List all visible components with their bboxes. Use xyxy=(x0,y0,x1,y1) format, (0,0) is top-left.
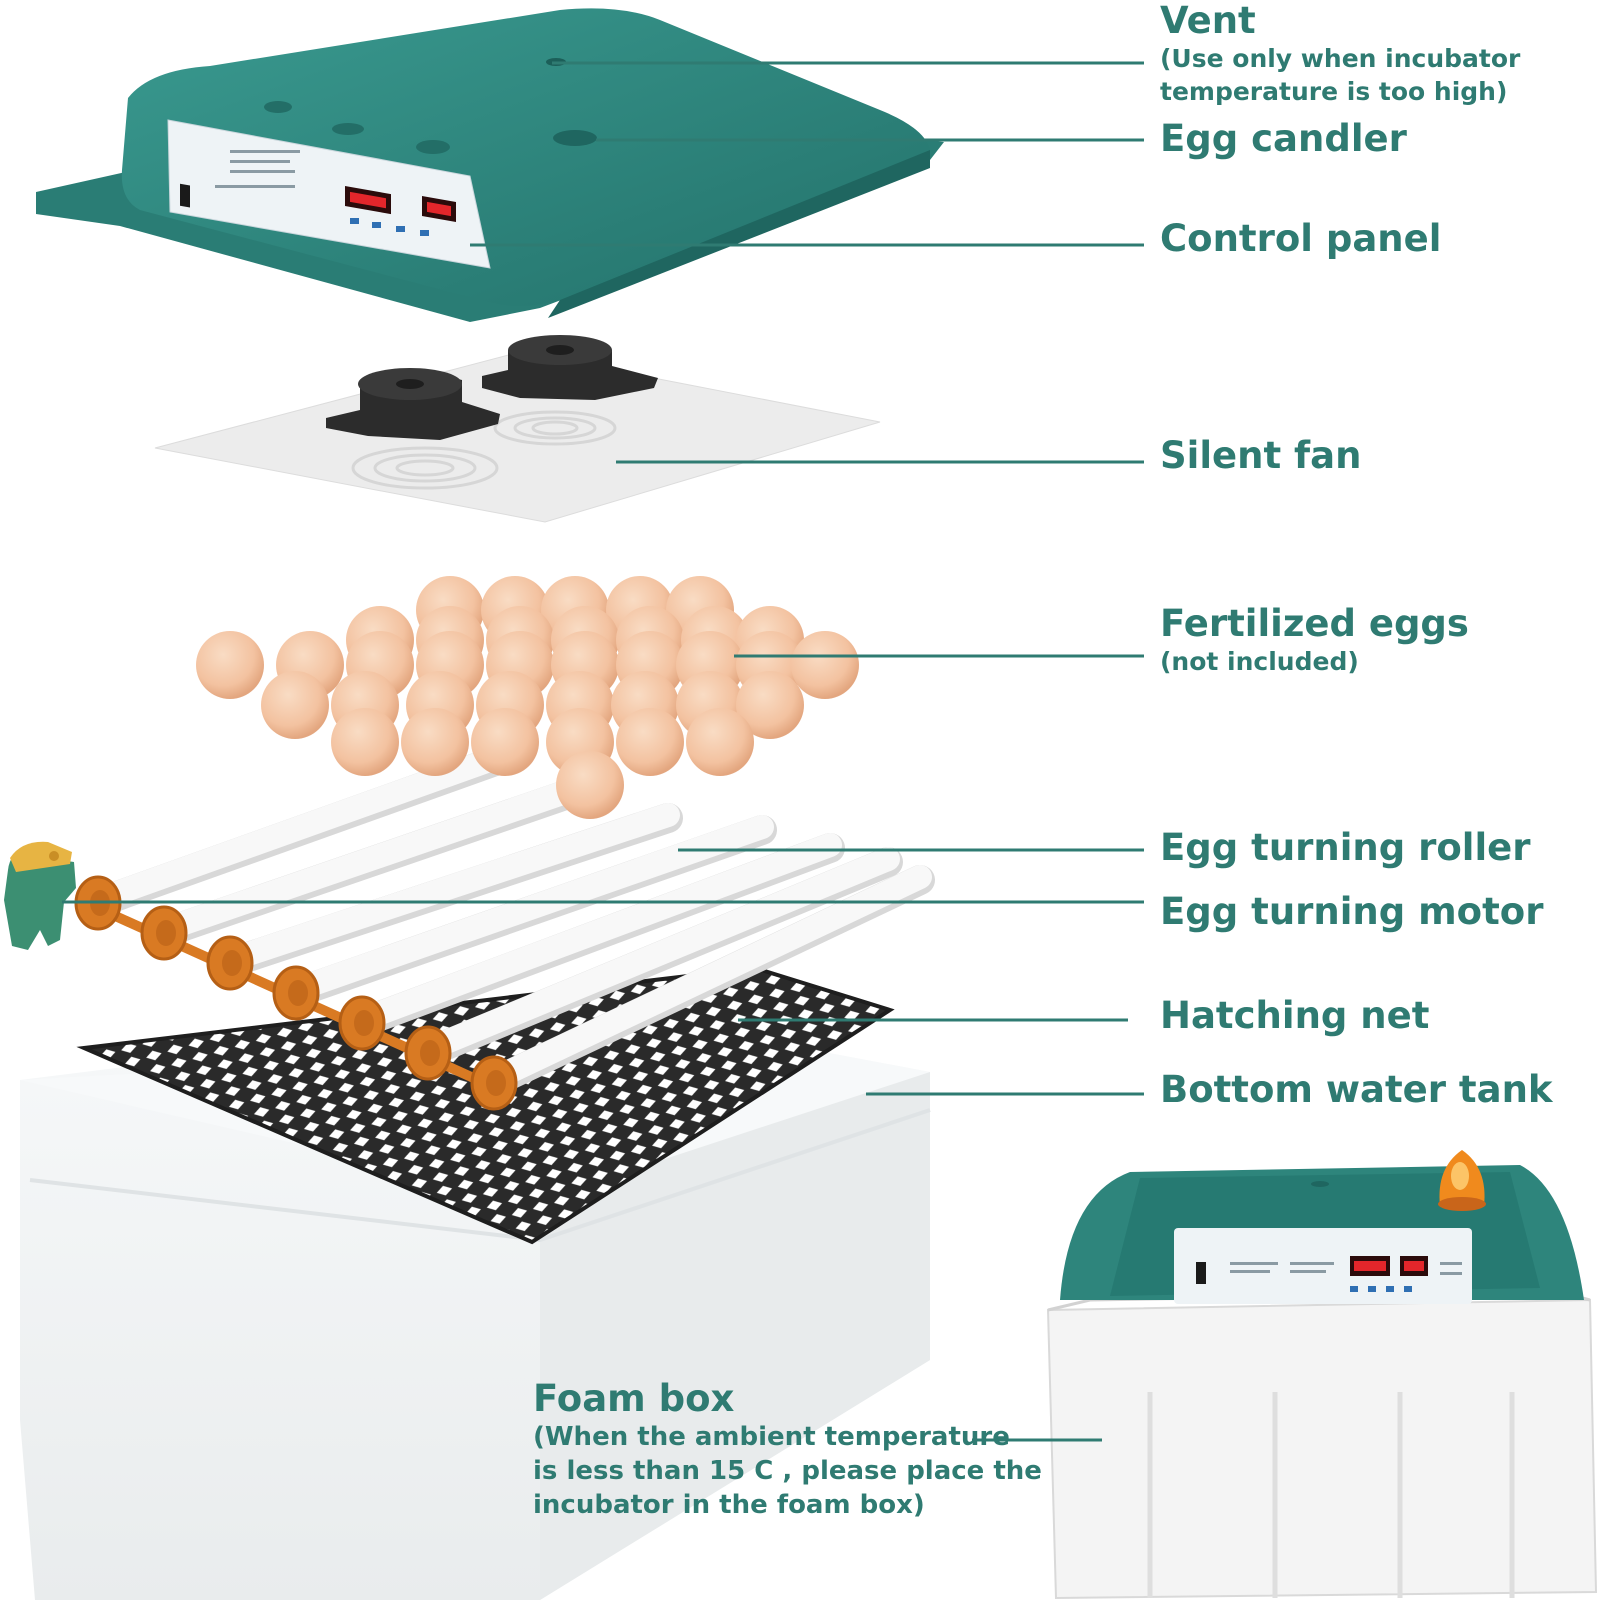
fan-unit-2 xyxy=(482,335,658,400)
silent-fan-assembly xyxy=(154,335,881,523)
label-silent-fan: Silent fan xyxy=(1160,435,1361,477)
label-control-panel: Control panel xyxy=(1160,218,1441,260)
roller-gear-hub xyxy=(222,950,242,976)
egg-turning-motor xyxy=(4,841,76,950)
label-foam-box: Foam box (When the ambient temperature i… xyxy=(533,1378,1042,1522)
label-fertilized-eggs: Fertilized eggs (not included) xyxy=(1160,603,1469,678)
label-bottom-water-tank-title: Bottom water tank xyxy=(1160,1068,1553,1111)
label-fertilized-eggs-title: Fertilized eggs xyxy=(1160,602,1469,645)
label-egg-turning-motor-title: Egg turning motor xyxy=(1160,890,1544,933)
roller xyxy=(476,865,932,1094)
roller-gear-hub xyxy=(420,1040,440,1066)
foam-box-incubator xyxy=(1046,1150,1598,1600)
label-vent: Vent (Use only when incubator temperatur… xyxy=(1160,0,1520,108)
label-egg-turning-roller: Egg turning roller xyxy=(1160,827,1531,869)
egg xyxy=(791,631,859,699)
egg xyxy=(736,671,804,739)
egg-turning-rollers xyxy=(74,745,935,1111)
label-egg-turning-roller-title: Egg turning roller xyxy=(1160,826,1531,869)
egg xyxy=(616,708,684,776)
leader-lines xyxy=(62,61,1144,1442)
label-fertilized-eggs-note: (not included) xyxy=(1160,647,1359,676)
label-hatching-net: Hatching net xyxy=(1160,995,1429,1037)
label-vent-note-line-2: temperature is too high) xyxy=(1160,77,1508,106)
foam-box-control-panel xyxy=(1174,1228,1472,1304)
incubator-lid xyxy=(36,8,944,322)
fertilized-eggs xyxy=(196,576,859,819)
candler-hole xyxy=(553,130,597,146)
roller-gear-hub xyxy=(288,980,308,1006)
roller xyxy=(278,815,774,1004)
roller xyxy=(80,745,510,914)
roller xyxy=(146,775,592,944)
label-foam-box-note-line-3: incubator in the foam box) xyxy=(533,1490,925,1520)
fan-unit-1 xyxy=(326,368,500,440)
label-vent-title: Vent xyxy=(1160,0,1256,42)
label-foam-box-note-line-2: is less than 15 C , please place the xyxy=(533,1456,1042,1486)
label-silent-fan-title: Silent fan xyxy=(1160,434,1362,477)
foam-box-vent xyxy=(1311,1181,1329,1187)
egg-candler-light-icon xyxy=(1438,1150,1486,1211)
label-egg-candler-title: Egg candler xyxy=(1160,117,1407,160)
roller-gear-hub xyxy=(486,1070,506,1096)
label-vent-note-line-1: (Use only when incubator xyxy=(1160,44,1521,73)
egg xyxy=(686,708,754,776)
label-control-panel-title: Control panel xyxy=(1160,217,1442,260)
roller xyxy=(212,803,680,974)
label-foam-box-title: Foam box xyxy=(533,1377,735,1420)
label-bottom-water-tank: Bottom water tank xyxy=(1160,1069,1553,1111)
egg xyxy=(471,708,539,776)
label-egg-candler: Egg candler xyxy=(1160,118,1407,160)
egg xyxy=(261,671,329,739)
roller xyxy=(410,847,900,1064)
label-egg-turning-motor: Egg turning motor xyxy=(1160,891,1543,933)
egg xyxy=(196,631,264,699)
egg xyxy=(331,708,399,776)
roller xyxy=(344,833,842,1034)
egg xyxy=(556,751,624,819)
control-panel-face xyxy=(167,119,491,269)
egg xyxy=(401,708,469,776)
label-hatching-net-title: Hatching net xyxy=(1160,994,1430,1037)
label-foam-box-note-line-1: (When the ambient temperature xyxy=(533,1422,1010,1452)
roller-gear-hub xyxy=(354,1010,374,1036)
roller-gear-hub xyxy=(156,920,176,946)
